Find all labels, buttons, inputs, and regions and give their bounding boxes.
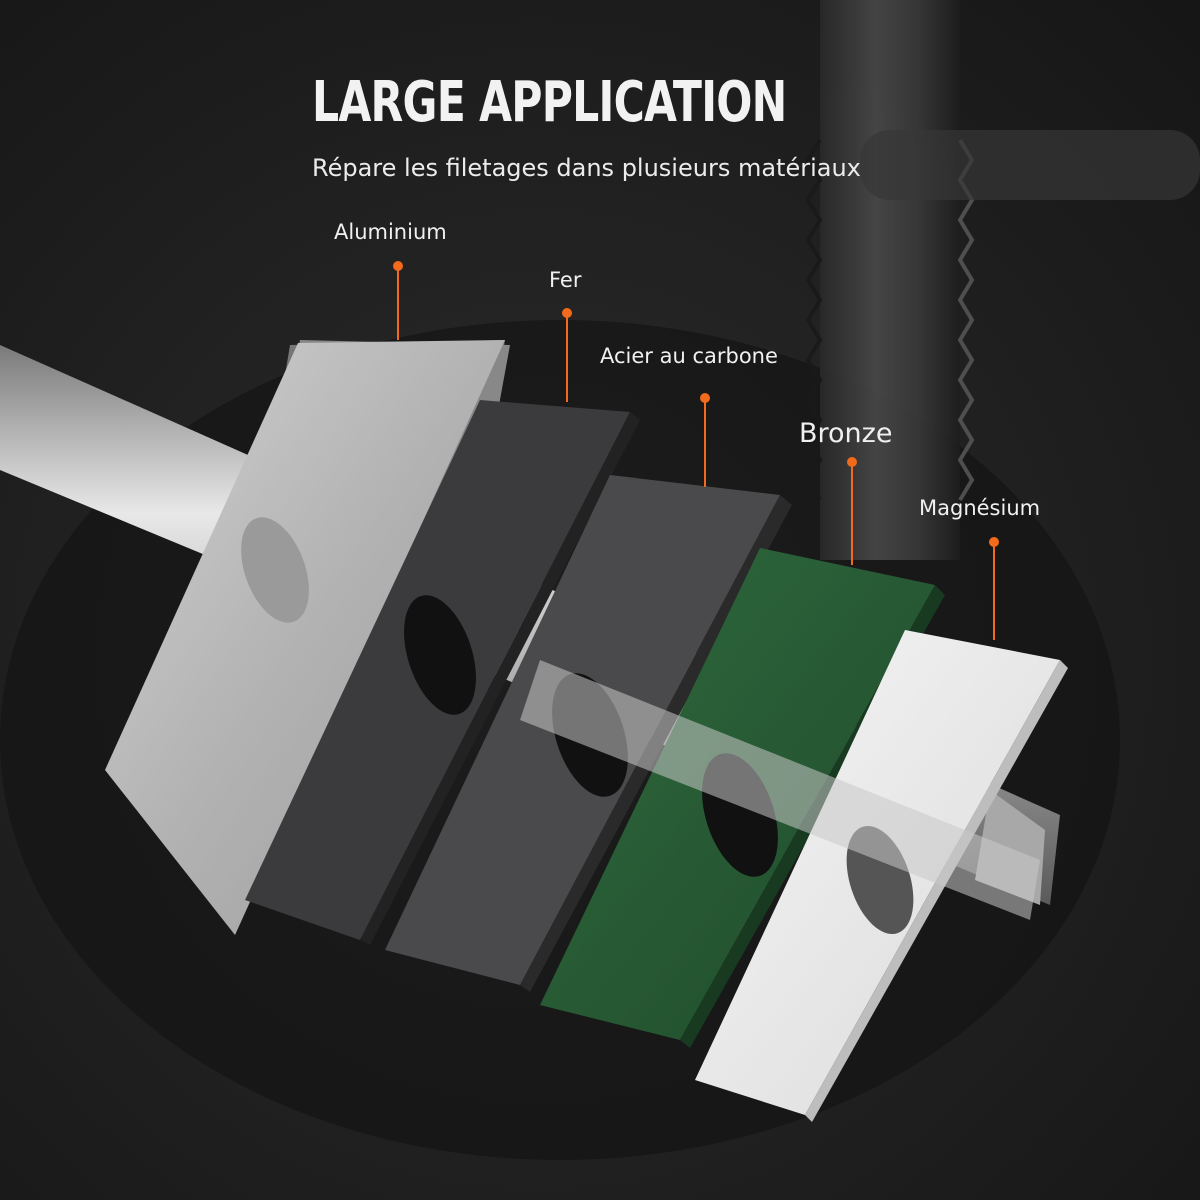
label-magnesium: Magnésium (919, 496, 1041, 520)
callout-lines (393, 261, 999, 640)
plate-fer (245, 400, 640, 945)
label-fer: Fer (549, 268, 582, 292)
tap-tool (805, 0, 1200, 560)
label-acier-au-carbone: Acier au carbone (600, 344, 778, 368)
page-title: LARGE APPLICATION (312, 70, 787, 135)
drill-bit-flutes (520, 660, 1040, 920)
label-bronze: Bronze (799, 418, 893, 449)
label-aluminium: Aluminium (334, 220, 447, 244)
page-subtitle: Répare les filetages dans plusieurs maté… (312, 154, 861, 182)
